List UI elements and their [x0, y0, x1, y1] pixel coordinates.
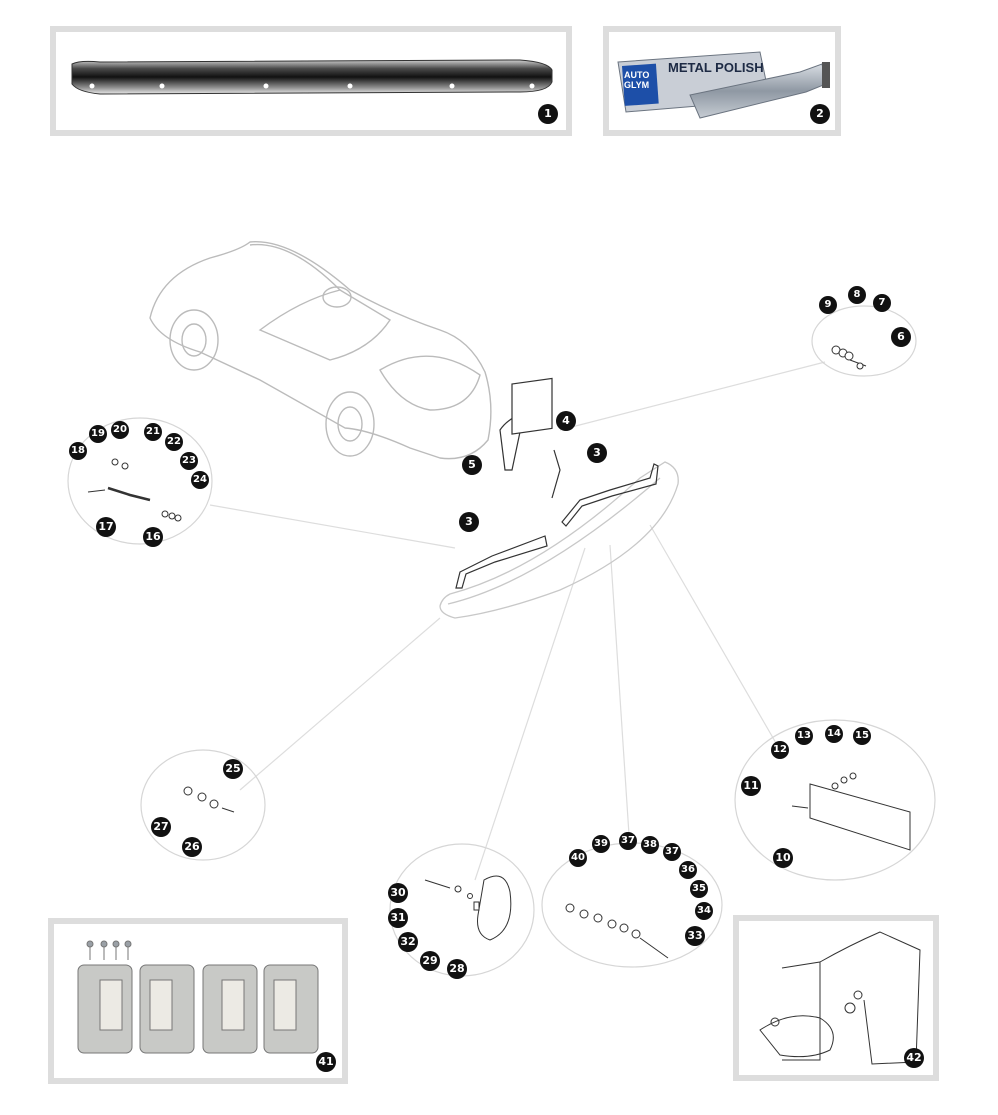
callout-37a: 37	[619, 832, 637, 850]
callout-17: 17	[96, 517, 116, 537]
callout-29: 29	[420, 951, 440, 971]
bumper-stays	[455, 463, 659, 589]
polish-brand-label: AUTO GLYM	[624, 70, 650, 90]
chrome-bumper	[71, 59, 553, 95]
callout-41: 41	[316, 1052, 336, 1072]
callout-6: 6	[891, 327, 911, 347]
bumper-assembly	[439, 461, 679, 619]
callout-36: 36	[679, 861, 697, 879]
callout-13: 13	[795, 727, 813, 745]
callout-34: 34	[695, 902, 713, 920]
callout-9: 9	[819, 296, 837, 314]
callout-24: 24	[191, 471, 209, 489]
callout-20: 20	[111, 421, 129, 439]
overrider-sketch	[759, 931, 921, 1065]
callout-14: 14	[825, 725, 843, 743]
polish-product-label: METAL POLISH	[668, 60, 764, 75]
callout-5: 5	[462, 455, 482, 475]
detail-circles	[67, 305, 936, 977]
callout-42: 42	[904, 1048, 924, 1068]
callout-38: 38	[641, 836, 659, 854]
callout-21: 21	[144, 423, 162, 441]
callout-18: 18	[69, 442, 87, 460]
bracket-kit	[77, 940, 319, 1054]
callout-7: 7	[873, 294, 891, 312]
callout-39: 39	[592, 835, 610, 853]
callout-31: 31	[388, 908, 408, 928]
callout-27: 27	[151, 817, 171, 837]
callout-11: 11	[741, 776, 761, 796]
metal-polish-product	[617, 51, 830, 119]
callout-3b: 3	[587, 443, 607, 463]
callout-3a: 3	[459, 512, 479, 532]
callout-2: 2	[810, 104, 830, 124]
callout-16: 16	[143, 527, 163, 547]
callout-32: 32	[398, 932, 418, 952]
callout-12: 12	[771, 741, 789, 759]
callout-30: 30	[388, 883, 408, 903]
callout-26: 26	[182, 837, 202, 857]
callout-1: 1	[538, 104, 558, 124]
callout-37b: 37	[663, 843, 681, 861]
callout-22: 22	[165, 433, 183, 451]
callout-8: 8	[848, 286, 866, 304]
callout-25: 25	[223, 759, 243, 779]
callout-19: 19	[89, 425, 107, 443]
callout-4: 4	[556, 411, 576, 431]
callout-15: 15	[853, 727, 871, 745]
hardware-sketches	[87, 345, 911, 959]
car-outline	[149, 241, 492, 460]
callout-35: 35	[690, 880, 708, 898]
mounting-plate	[499, 377, 561, 499]
callout-23: 23	[180, 452, 198, 470]
callout-10: 10	[773, 848, 793, 868]
lead-lines	[209, 361, 826, 881]
callout-33: 33	[685, 926, 705, 946]
callout-40: 40	[569, 849, 587, 867]
callout-28: 28	[447, 959, 467, 979]
